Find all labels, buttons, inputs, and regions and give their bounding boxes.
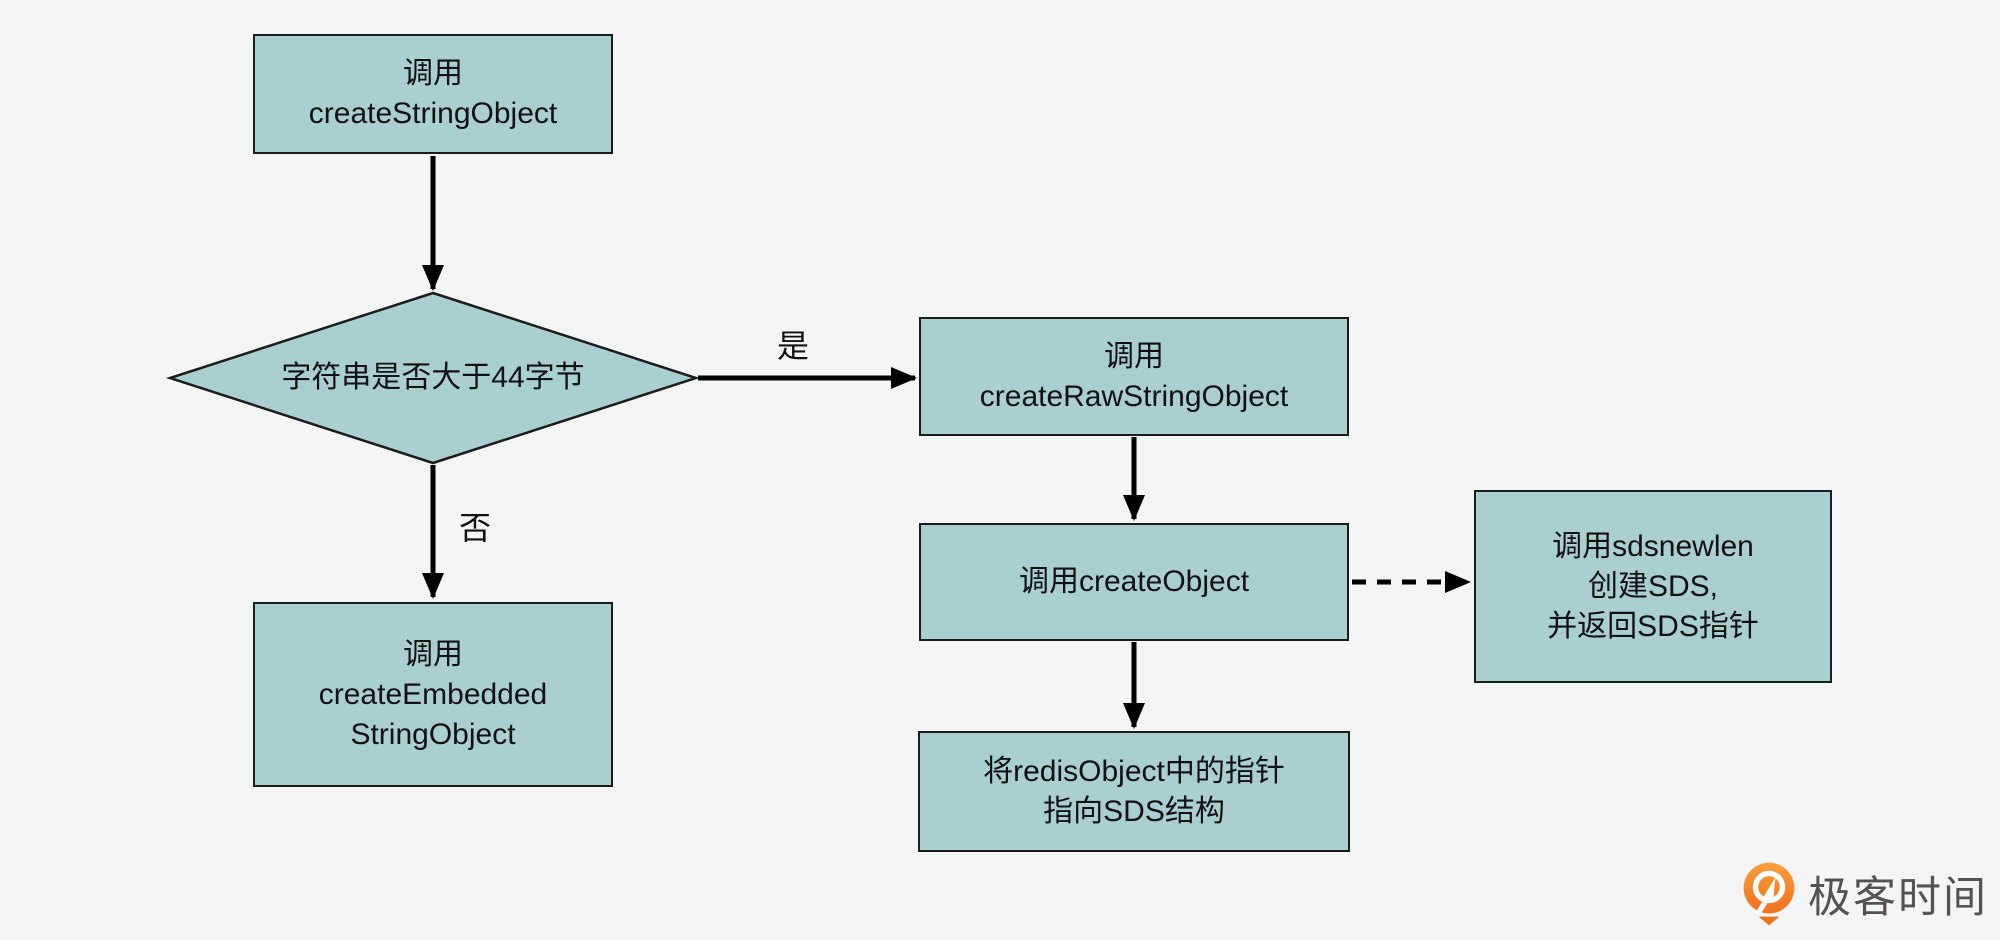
- geektime-logo-text: 极客时间: [1808, 874, 1988, 922]
- decision-diamond-shape: [165, 291, 701, 465]
- node-sdsnewlen: 调用sdsnewlen 创建SDS, 并返回SDS指针: [1474, 490, 1832, 683]
- geektime-logo: 极客时间: [1742, 862, 1988, 926]
- node-redis-object-pointer: 将redisObject中的指针 指向SDS结构: [918, 731, 1350, 852]
- edge-label-no: 否: [458, 510, 491, 546]
- geektime-pin-icon: [1743, 862, 1795, 926]
- edge-label-yes: 是: [776, 328, 809, 364]
- node-create-raw-string-object: 调用 createRawStringObject: [919, 317, 1349, 436]
- node-create-object: 调用createObject: [919, 523, 1349, 641]
- node-create-embedded-string-object: 调用 createEmbedded StringObject: [253, 602, 613, 787]
- node-decision-label: 字符串是否大于44字节: [281, 361, 585, 394]
- node-create-string-object: 调用 createStringObject: [253, 34, 613, 154]
